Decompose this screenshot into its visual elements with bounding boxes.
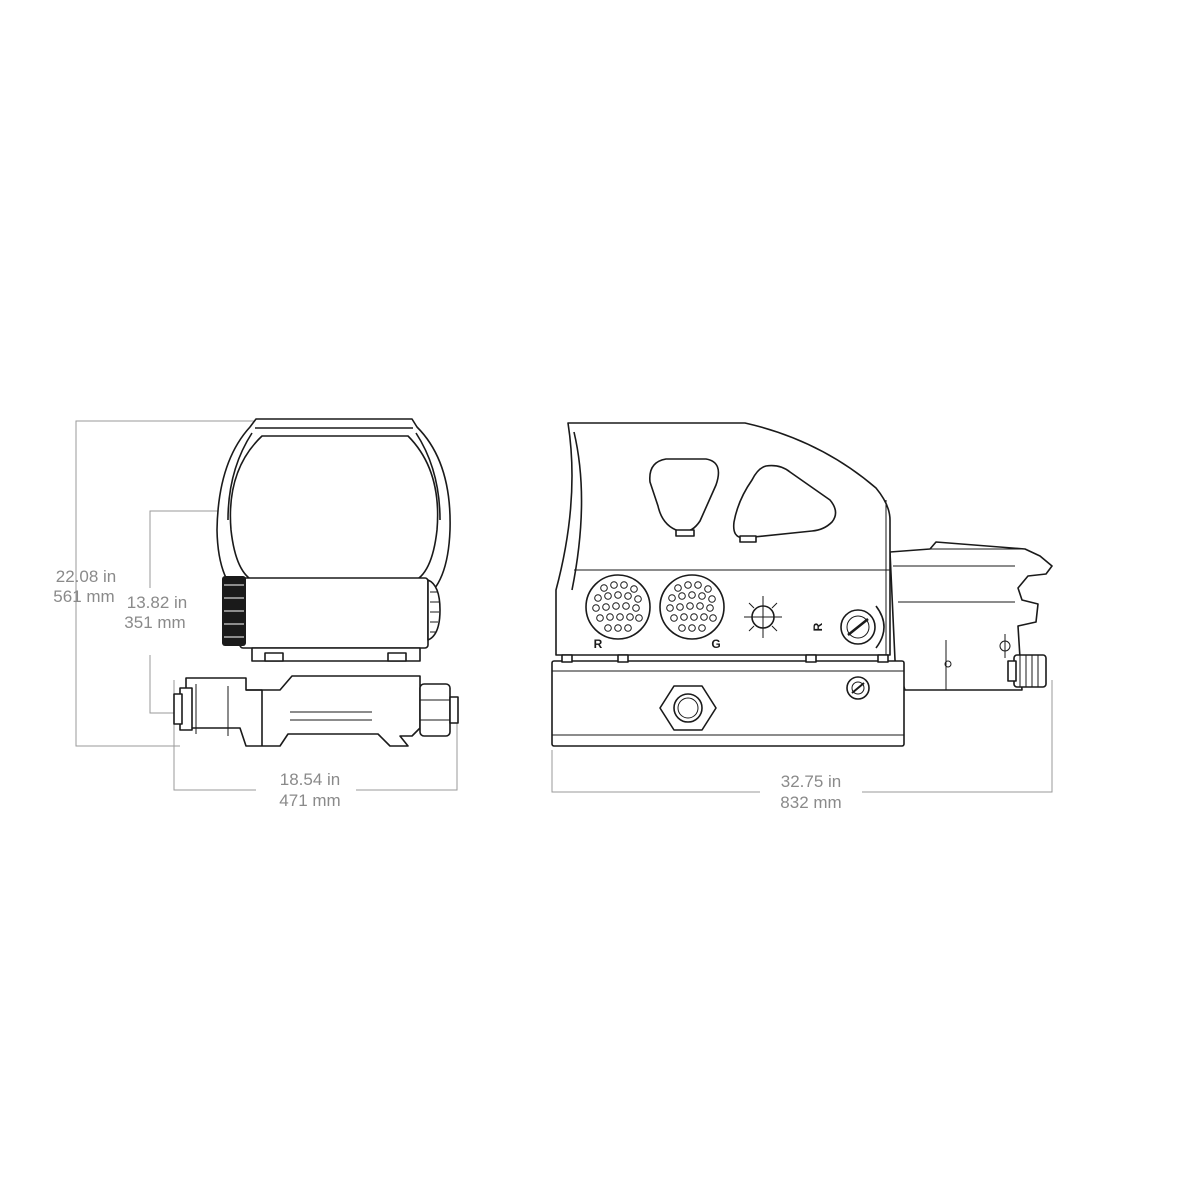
side-hex-nut-icon xyxy=(659,685,717,731)
front-rail-clamp xyxy=(173,675,421,747)
side-length-metric: 832 mm xyxy=(780,793,841,812)
front-total-height-imperial: 22.08 in xyxy=(56,567,117,586)
front-width-metric: 471 mm xyxy=(279,791,340,810)
side-length-imperial: 32.75 in xyxy=(781,772,842,791)
side-red-button-label: R xyxy=(594,637,603,651)
front-width-imperial: 18.54 in xyxy=(280,770,341,789)
side-adjustment-screw-icon xyxy=(840,605,885,649)
side-dimension-lines xyxy=(551,680,1053,793)
side-cutout-triangle-right xyxy=(732,464,837,543)
front-body xyxy=(239,577,429,649)
front-hex-nut-icon xyxy=(419,683,459,737)
side-threaded-end-icon xyxy=(1007,654,1047,688)
side-red-button-icon xyxy=(585,574,651,640)
side-green-button-icon xyxy=(659,574,725,640)
side-rear-block xyxy=(889,541,1053,691)
front-lens-window xyxy=(229,435,439,583)
front-view: 22.08 in 561 mm 13.82 in 351 mm 18.54 in… xyxy=(53,418,459,810)
front-right-knob-icon xyxy=(427,579,441,641)
front-left-knurled-knob-icon xyxy=(222,576,246,646)
front-window-height-imperial: 13.82 in xyxy=(127,593,188,612)
side-bottom-mount xyxy=(551,654,905,747)
side-mount-screw-icon xyxy=(846,676,870,700)
front-total-height-metric: 561 mm xyxy=(53,587,114,606)
side-knob-label: R xyxy=(811,622,825,631)
side-brightness-symbol-icon xyxy=(744,596,782,638)
front-mount-base xyxy=(251,647,421,662)
side-view: R G R xyxy=(551,422,1053,812)
front-window-height-metric: 351 mm xyxy=(124,613,185,632)
side-green-button-label: G xyxy=(711,637,720,651)
side-cutout-triangle-left xyxy=(649,458,720,537)
